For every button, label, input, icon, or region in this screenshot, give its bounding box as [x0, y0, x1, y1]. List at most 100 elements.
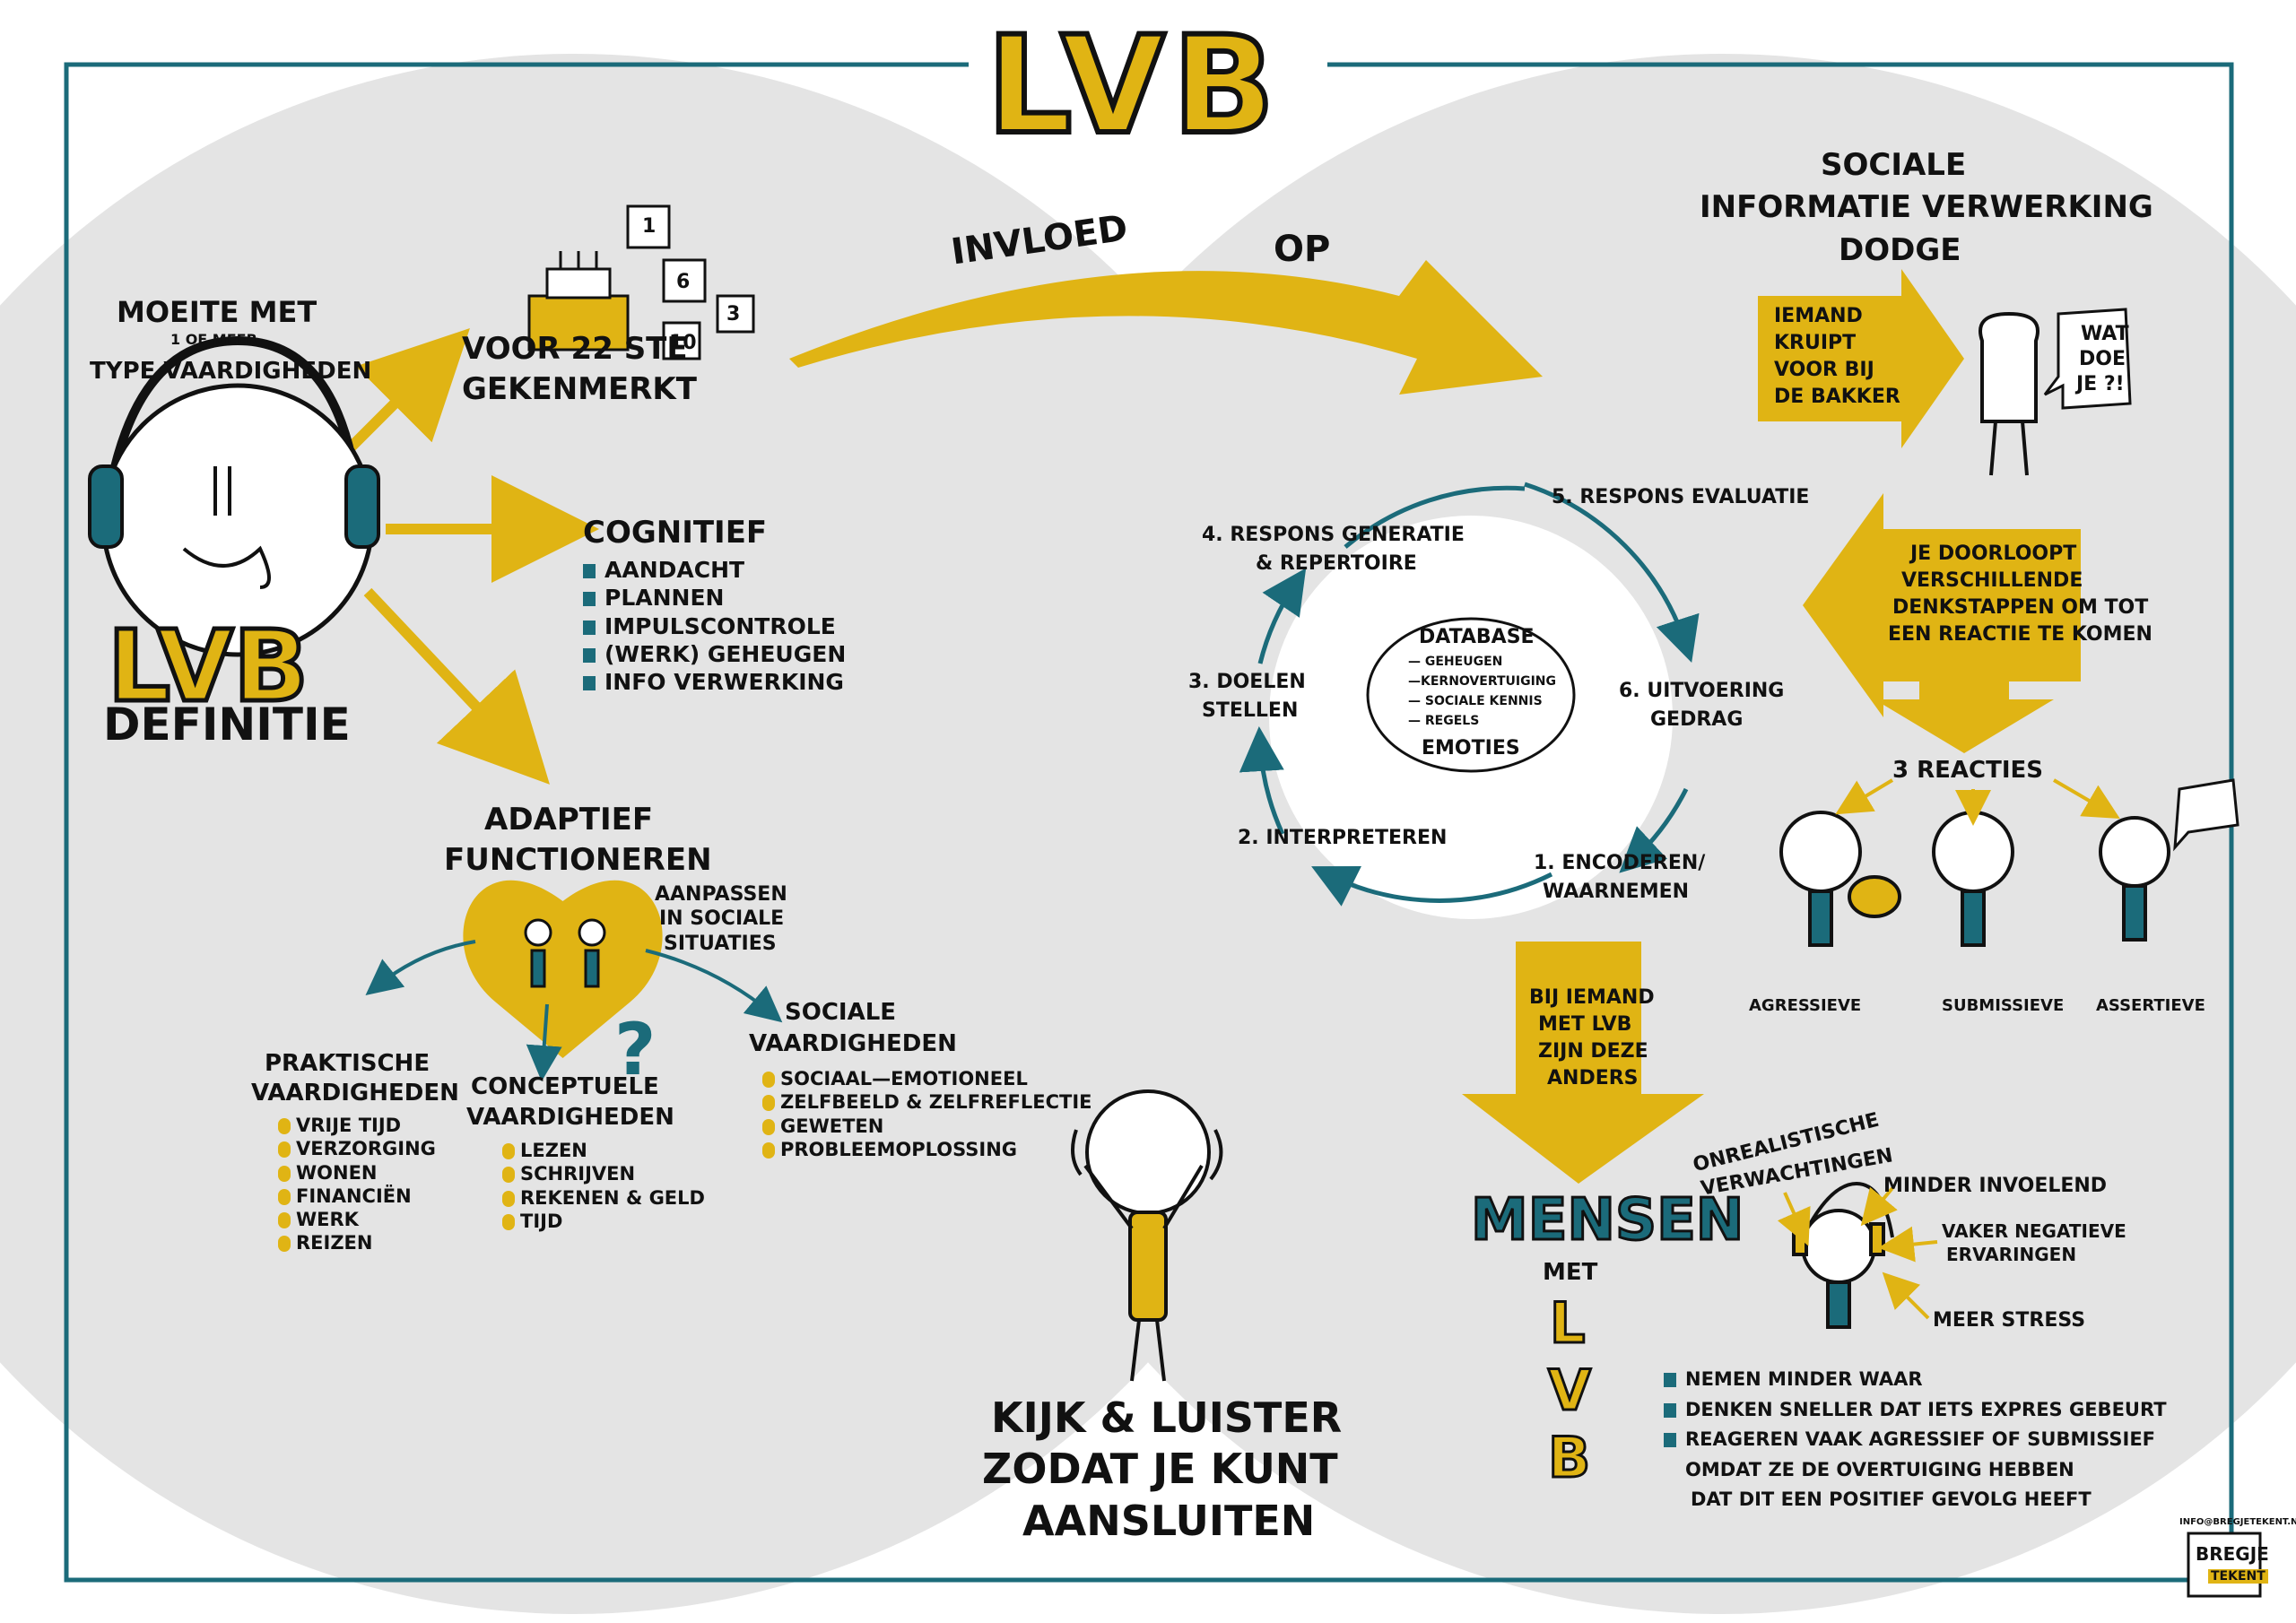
conceptuele-item: REKENEN & GELD: [502, 1186, 705, 1210]
step2: 2. INTERPRETEREN: [1238, 827, 1448, 849]
reacties-title: 3 REACTIES: [1892, 757, 2044, 784]
op-label: OP: [1274, 229, 1331, 270]
signature-email: INFO@BREGJETEKENT.NL: [2179, 1517, 2296, 1527]
cycle-arrows: [1239, 482, 1700, 907]
praktische-item: FINANCIËN: [278, 1185, 436, 1208]
heart-icon: [463, 880, 663, 1058]
step4-1: 4. RESPONS GENERATIE: [1202, 524, 1465, 546]
conceptuele-item: TIJD: [502, 1210, 705, 1233]
aanpassen-3: SITUATIES: [664, 933, 777, 955]
reactie-arrow-right: [2052, 778, 2120, 820]
step4-2: & REPERTOIRE: [1256, 552, 1417, 575]
cognitief-item: (WERK) GEHEUGEN: [583, 640, 846, 668]
conceptuele-title-2: VAARDIGHEDEN: [466, 1104, 674, 1131]
database-item: — SOCIALE KENNIS: [1408, 694, 1543, 708]
iemand-4: DE BAKKER: [1774, 386, 1900, 408]
praktische-item: REIZEN: [278, 1231, 436, 1254]
database-item: — GEHEUGEN: [1408, 655, 1503, 669]
sociale-item: SOCIAAL—EMOTIONEEL: [762, 1067, 1092, 1090]
lvb-bullet-cont: OMDAT ZE DE OVERTUIGING HEBBEN: [1685, 1458, 2074, 1480]
sociale-info-3: DODGE: [1839, 232, 1961, 268]
bij-iemand-4: ANDERS: [1547, 1067, 1639, 1089]
vaker-2: ERVARINGEN: [1946, 1244, 2077, 1265]
voor22-line2: GEKENMERKT: [462, 371, 697, 407]
conceptuele-list: LEZEN SCHRIJVEN REKENEN & GELD TIJD: [502, 1139, 705, 1233]
step1-2: WAARNEMEN: [1543, 881, 1690, 903]
adaptief-title-1: ADAPTIEF: [484, 802, 654, 838]
doorloopt-3: DENKSTAPPEN OM TOT: [1892, 596, 2149, 619]
calendar-icons: [626, 204, 755, 360]
lvb-vertical-v: V: [1547, 1357, 1593, 1424]
kijk-line1: KIJK & LUISTER: [991, 1393, 1343, 1442]
cognitief-item: AANDACHT: [583, 556, 846, 584]
mensen-label: MENSEN: [1469, 1186, 1744, 1254]
page-title: LVB: [984, 6, 1283, 166]
sociale-title-2: VAARDIGHEDEN: [749, 1030, 957, 1057]
reactie-arrow-left: [1835, 778, 1894, 815]
doorloopt-arrow: [1803, 493, 2081, 717]
lvb-bullets: NEMEN MINDER WAAR DENKEN SNELLER DAT IET…: [1664, 1365, 2167, 1515]
sociale-list: SOCIAAL—EMOTIONEEL ZELFBEELD & ZELFREFLE…: [762, 1067, 1092, 1161]
arrow-to-voor22: [345, 328, 470, 453]
met-label: MET: [1543, 1259, 1598, 1286]
bij-iemand-2: MET LVB: [1538, 1013, 1632, 1036]
kijk-line3: AANSLUITEN: [1022, 1497, 1316, 1545]
iemand-arrow: [1758, 269, 1964, 448]
speech-1: WAT: [2081, 323, 2129, 345]
sociale-item: PROBLEEMOPLOSSING: [762, 1138, 1092, 1161]
lvb-bullet-cont: DAT DIT EEN POSITIEF GEVOLG HEEFT: [1691, 1488, 2092, 1511]
praktische-item: WERK: [278, 1208, 436, 1231]
calendar-num-3: 3: [726, 303, 741, 325]
database-item: — REGELS: [1408, 714, 1480, 728]
aanpassen-2: IN SOCIALE: [659, 907, 785, 930]
influence-arrow: [789, 260, 1543, 395]
step3-2: STELLEN: [1202, 699, 1299, 722]
conceptuele-title-1: CONCEPTUELE: [471, 1073, 659, 1100]
sociale-info-1: SOCIALE: [1821, 147, 1967, 183]
moeite-line2: 1 OF MEER: [170, 331, 257, 348]
speech-bubble: [2043, 308, 2132, 410]
bij-iemand-arrow: [1462, 942, 1704, 1184]
moeite-line3: TYPE VAARDIGHEDEN: [90, 358, 372, 385]
step3-1: 3. DOELEN: [1188, 671, 1306, 693]
two-people-icon: [524, 918, 606, 988]
iemand-2: KRUIPT: [1774, 332, 1857, 354]
step6-1: 6. UITVOERING: [1619, 680, 1785, 702]
cake-icon: [527, 251, 630, 352]
teal-arrow-sociaal: [645, 949, 783, 1023]
lvb-logo: LVB: [106, 608, 311, 725]
sociale-info-2: INFORMATIE VERWERKING: [1700, 189, 2153, 225]
listening-person-icon: [1071, 1089, 1223, 1382]
down-arrow-reacties: [1874, 681, 2054, 753]
praktische-item: VRIJE TIJD: [278, 1114, 436, 1137]
reaction-people-icons: [1779, 811, 2170, 947]
cognitief-title: COGNITIEF: [583, 515, 768, 551]
teal-arrow-conceptueel: [526, 1003, 562, 1081]
reactie-label: ASSERTIEVE: [2096, 996, 2205, 1015]
lvb-head-icon: [88, 335, 380, 657]
iemand-1: IEMAND: [1774, 305, 1863, 327]
signature-box: [2187, 1532, 2262, 1598]
speech-3: JE ?!: [2076, 373, 2125, 395]
meer-stress: MEER STRESS: [1933, 1309, 2086, 1332]
cognitief-item: PLANNEN: [583, 584, 846, 612]
doorloopt-4: EEN REACTIE TE KOMEN: [1888, 623, 2152, 646]
arrow-to-adaptief: [363, 587, 550, 785]
praktische-list: VRIJE TIJD VERZORGING WONEN FINANCIËN WE…: [278, 1114, 436, 1255]
praktische-title-2: VAARDIGHEDEN: [251, 1080, 459, 1107]
signature-name: BREGJE: [2196, 1543, 2269, 1565]
step6-2: GEDRAG: [1650, 708, 1744, 731]
database-title: DATABASE: [1419, 626, 1535, 648]
voor22-line1: VOOR 22 STE: [462, 331, 688, 367]
lvb-bullet: REAGEREN VAAK AGRESSIEF OF SUBMISSIEF: [1664, 1425, 2167, 1455]
sociale-title-1: SOCIALE: [785, 999, 897, 1026]
bij-iemand-3: ZIJN DEZE: [1538, 1040, 1648, 1063]
lvb-bullet: NEMEN MINDER WAAR: [1664, 1365, 2167, 1395]
calendar-num-1: 1: [642, 215, 657, 238]
doorloopt-1: JE DOORLOOPT: [1910, 542, 2077, 565]
minder-invoelend: MINDER INVOELEND: [1883, 1175, 2108, 1197]
calendar-num-6: 6: [676, 271, 691, 293]
assertive-speech-bubble: [2173, 778, 2239, 852]
lvb-bullet: DENKEN SNELLER DAT IETS EXPRES GEBEURT: [1664, 1395, 2167, 1426]
lvb-vertical-b: B: [1546, 1424, 1591, 1491]
